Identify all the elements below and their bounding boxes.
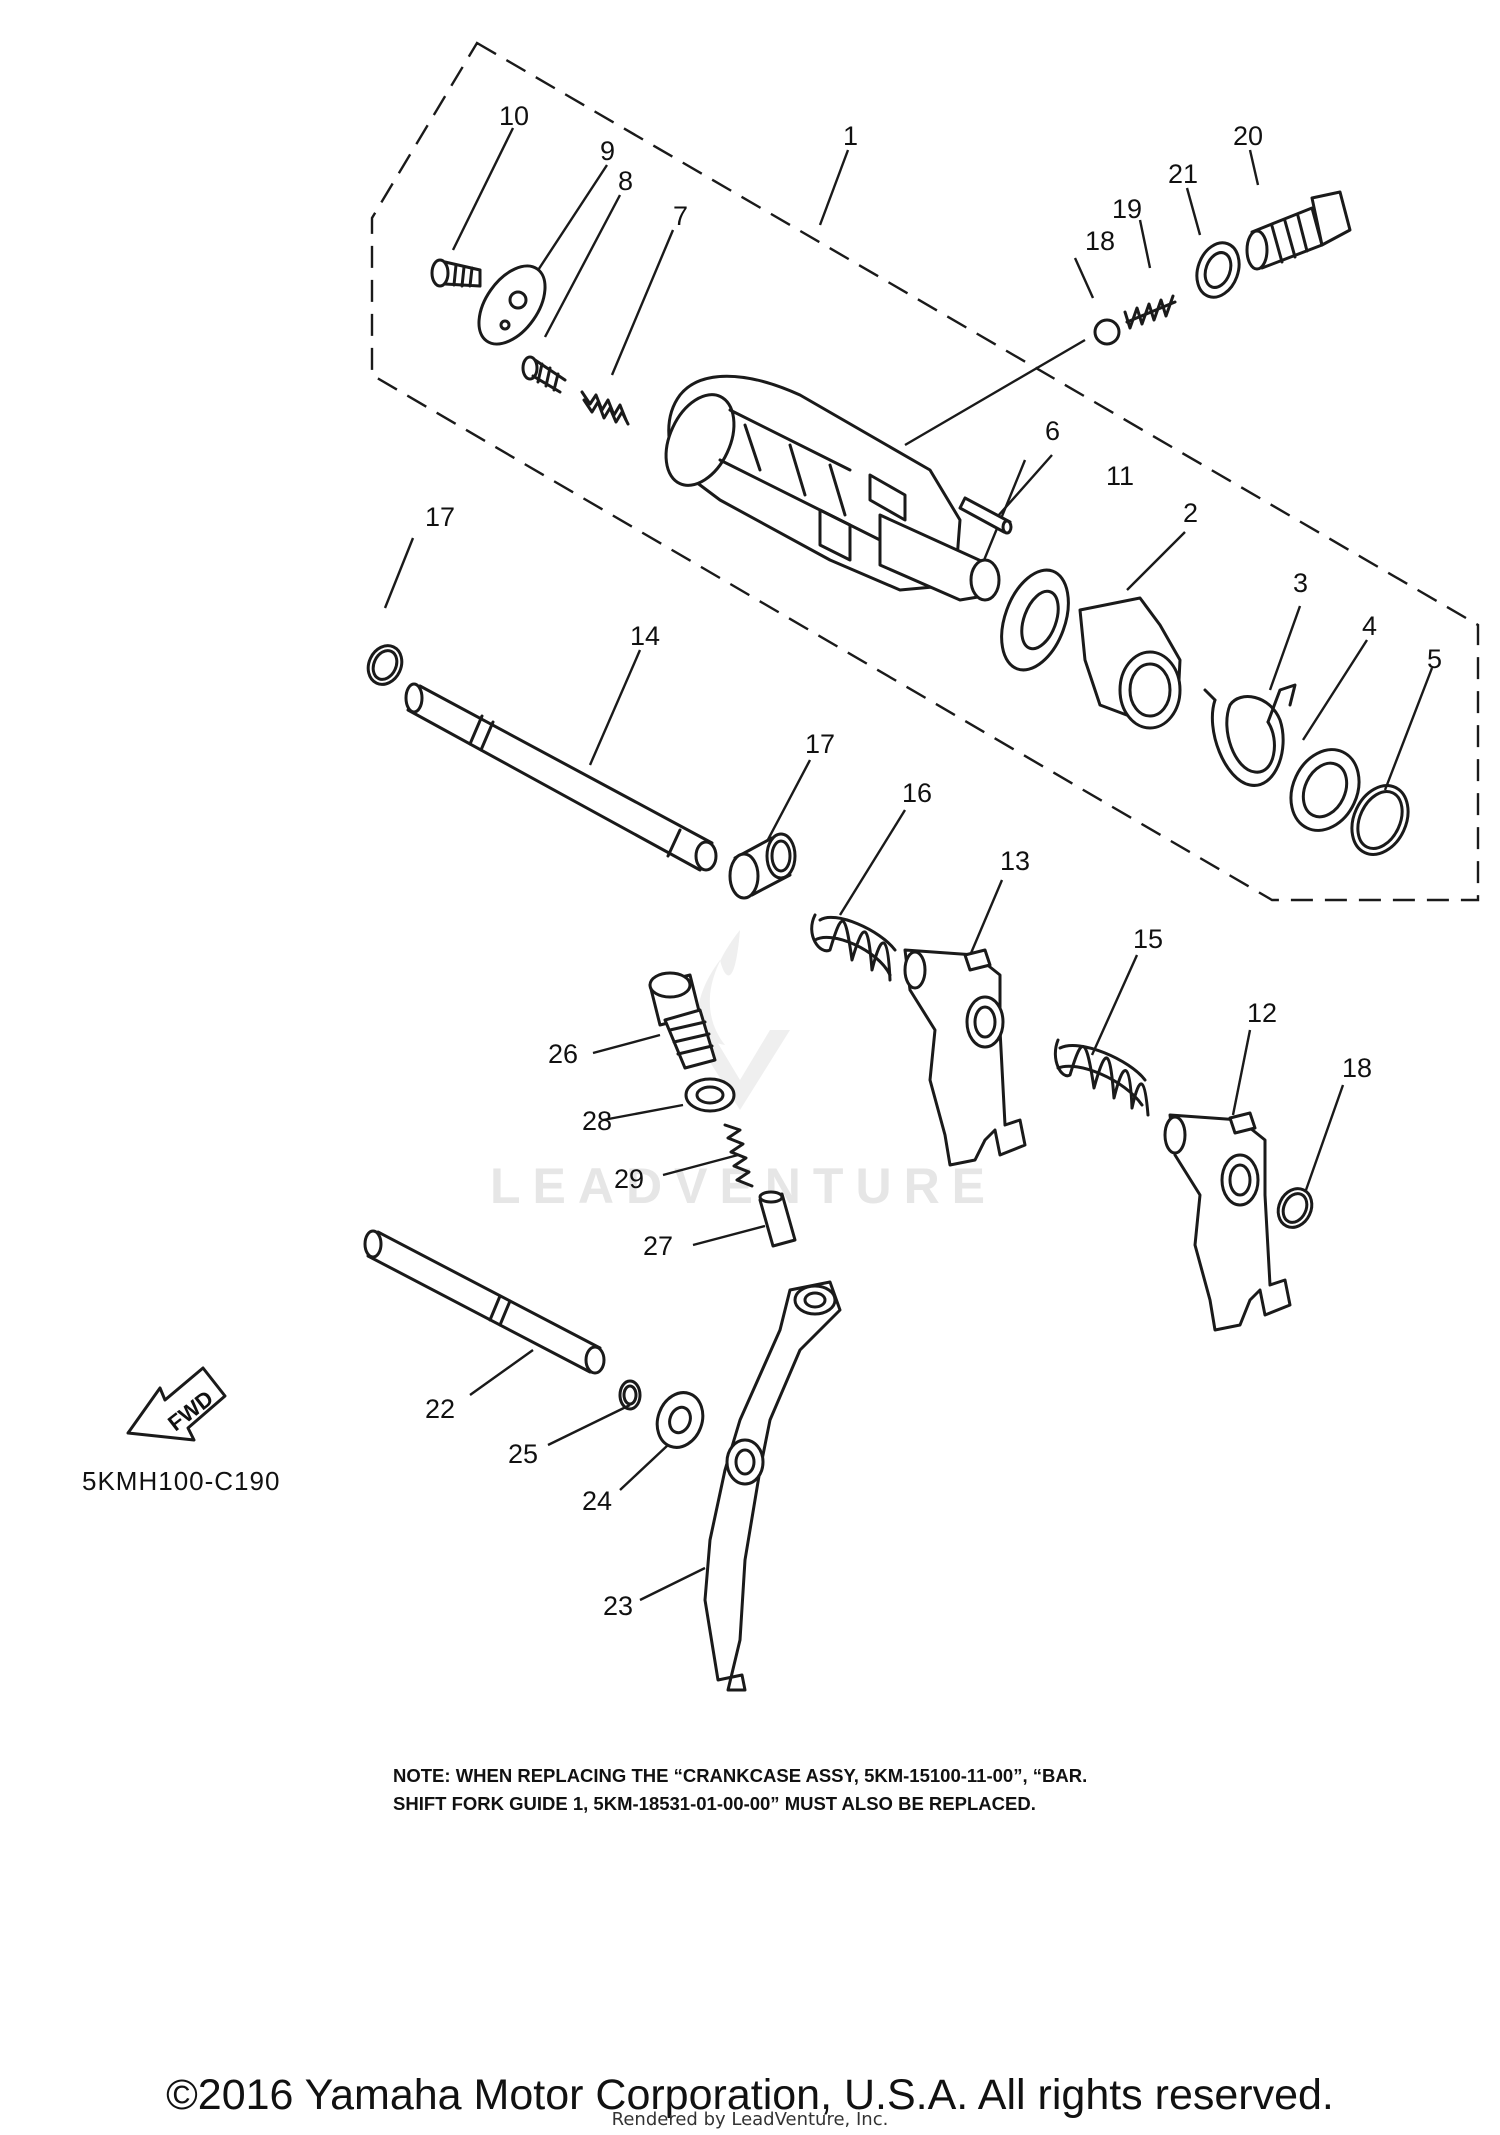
part-12-shift-fork (1163, 1111, 1292, 1332)
part-22-gasket (1195, 241, 1241, 299)
callout-28: 27 (643, 1231, 673, 1261)
part-7-spring (580, 390, 630, 426)
watermark-flame-icon (698, 930, 740, 1045)
fwd-arrow-icon: FWD (126, 1366, 227, 1442)
part-8-screw (521, 355, 567, 394)
callout-9: 9 (600, 136, 615, 166)
part-17-collar (728, 832, 797, 900)
part-1-shift-drum (664, 374, 1001, 602)
callout-18-top: 17 (425, 502, 455, 532)
callout-17: 17 (805, 729, 835, 759)
callout-10: 10 (499, 101, 529, 131)
part-15-spring (1053, 1038, 1150, 1117)
callout-5: 5 (1427, 644, 1442, 674)
callout-15: 15 (1133, 924, 1163, 954)
callout-29: 28 (582, 1106, 612, 1136)
part-2-cam (1078, 596, 1182, 730)
part-10-screw (430, 258, 482, 288)
callout-25: 24 (582, 1486, 612, 1516)
callout-8: 8 (618, 166, 633, 196)
part-30-spring (723, 1123, 754, 1188)
part-18-circlip-top (366, 644, 404, 686)
callout-11: 11 (1106, 461, 1134, 491)
callout-27: 26 (548, 1039, 578, 1069)
part-23-shaft (363, 1229, 606, 1375)
part-26-circlip (618, 1379, 642, 1411)
callout-1: 1 (843, 121, 858, 151)
copyright-notice: ©2016 Yamaha Motor Corporation, U.S.A. A… (166, 2071, 1334, 2119)
part-29-washer (684, 1077, 736, 1113)
part-25-washer (655, 1391, 705, 1449)
callout-26: 25 (508, 1439, 538, 1469)
callout-24: 23 (603, 1591, 633, 1621)
part-16-spring (810, 913, 897, 982)
leader-lines (383, 127, 1434, 1602)
callout-6: 6 (1045, 416, 1060, 446)
callout-2: 2 (1183, 498, 1198, 528)
part-24-shift-fork (703, 1280, 842, 1692)
callout-30: 29 (614, 1164, 644, 1194)
callout-20: 19 (1112, 194, 1142, 224)
callout-7: 7 (673, 201, 688, 231)
part-14-shaft (404, 682, 718, 872)
part-6-pin (958, 496, 1013, 535)
note-line-2: SHIFT FORK GUIDE 1, 5KM-18531-01-00-00” … (393, 1793, 1036, 1814)
part-27-bolt (648, 971, 717, 1070)
callout-21: 20 (1233, 121, 1263, 151)
part-28-pin (758, 1190, 797, 1248)
callout-13: 13 (1000, 846, 1030, 876)
part-11-washer (1000, 568, 1070, 672)
callout-labels: 10 9 8 7 1 18 19 21 20 6 11 2 3 4 5 17 1… (425, 101, 1442, 1621)
callout-4: 4 (1362, 611, 1377, 641)
watermark-text: LEADVENTURE (490, 1158, 997, 1214)
callout-23: 22 (425, 1394, 455, 1424)
part-9-plate (477, 264, 547, 346)
replacement-note: NOTE: WHEN REPLACING THE “CRANKCASE ASSY… (393, 1762, 1293, 1818)
part-13-shift-fork (903, 948, 1027, 1167)
callout-22: 21 (1168, 159, 1198, 189)
part-4-washer (1289, 748, 1361, 832)
note-line-1: NOTE: WHEN REPLACING THE “CRANKCASE ASSY… (393, 1765, 1088, 1786)
callout-16: 16 (902, 778, 932, 808)
watermark-lv-icon (690, 1030, 790, 1110)
callout-3: 3 (1293, 568, 1308, 598)
part-3-torsion-spring (1203, 683, 1297, 787)
callout-19: 18 (1085, 226, 1115, 256)
part-20-spring (1123, 294, 1177, 330)
assembly-boundary-dashed (370, 41, 1480, 902)
part-19-ball (1093, 318, 1121, 346)
part-5-circlip (1350, 784, 1410, 856)
diagram-code: 5KMH100-C190 (82, 1466, 281, 1496)
part-21-plug-bolt (1245, 190, 1352, 271)
part-18-circlip-right (1276, 1187, 1314, 1229)
rendered-by-credit: Rendered by LeadVenture, Inc. (611, 2109, 889, 2130)
callout-14: 14 (630, 621, 660, 651)
callout-18-right: 18 (1342, 1053, 1372, 1083)
callout-12: 12 (1247, 998, 1277, 1028)
